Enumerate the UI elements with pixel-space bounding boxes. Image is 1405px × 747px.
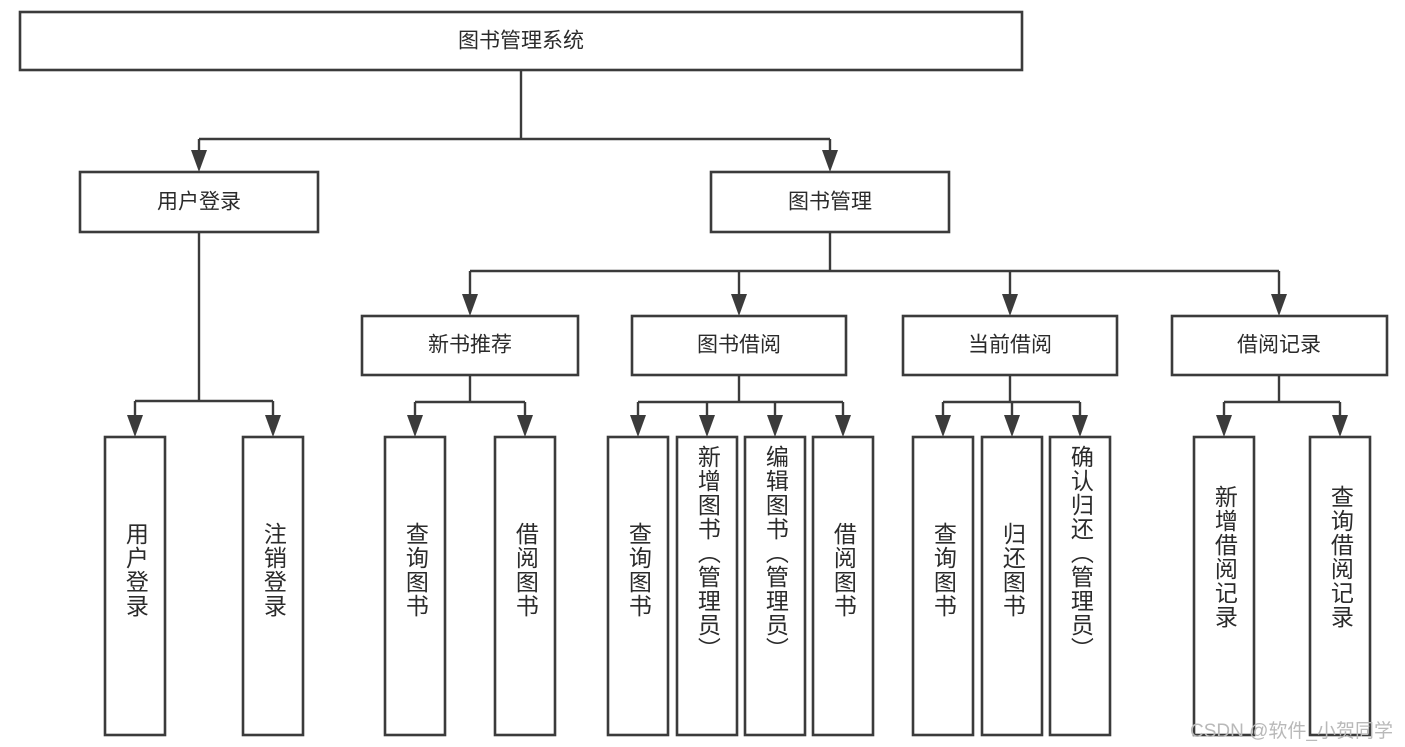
node-leaf-logout-label: 注销登录	[260, 522, 287, 618]
node-leaf-bb-query-label: 查询图书	[625, 522, 652, 618]
arrowhead-leaf-user-login	[127, 415, 143, 437]
node-leaf-bb-edit-box[interactable]	[743, 435, 807, 737]
arrowhead-current-borrow	[1002, 294, 1018, 316]
node-leaf-logout-box[interactable]	[241, 435, 305, 737]
arrowhead-leaf-bb-borrow	[835, 415, 851, 437]
node-leaf-br-query-label: 查询借阅记录	[1327, 485, 1354, 629]
node-root-box[interactable]	[18, 10, 1024, 72]
node-borrow-record-box[interactable]	[1170, 314, 1389, 377]
leaf-label-wrap-nb-borrow: 借阅图书	[495, 437, 555, 735]
connector-group-new-book-leaves	[407, 375, 533, 437]
connector-group-book-borrow-leaves	[630, 375, 851, 437]
node-new-book-label: 新书推荐	[428, 334, 512, 357]
connector-group-user-login-leaves	[127, 232, 281, 437]
arrowhead-user-login	[191, 150, 207, 172]
node-book-borrow-box[interactable]	[630, 314, 848, 377]
node-leaf-cb-confirm-label: 确认归还（管理员）	[1067, 445, 1094, 661]
node-leaf-cb-return-box[interactable]	[980, 435, 1044, 737]
arrowhead-leaf-nb-query	[407, 415, 423, 437]
leaf-label-wrap-bb-edit: 编辑图书（管理员）	[745, 437, 805, 735]
node-current-borrow-box[interactable]	[901, 314, 1119, 377]
node-leaf-cb-query-label: 查询图书	[930, 522, 957, 618]
node-user-login-box[interactable]	[78, 170, 320, 234]
arrowhead-book-manage	[822, 150, 838, 172]
leaf-label-wrap-br-query: 查询借阅记录	[1310, 437, 1370, 735]
arrowhead-book-borrow	[731, 294, 747, 316]
node-book-borrow-label: 图书借阅	[697, 334, 781, 357]
node-leaf-bb-query-box[interactable]	[606, 435, 670, 737]
csdn-watermark: CSDN @软件_小贺同学	[1190, 721, 1393, 742]
arrowhead-leaf-cb-query	[935, 415, 951, 437]
node-leaf-bb-borrow-label: 借阅图书	[830, 522, 857, 618]
node-leaf-nb-borrow-label: 借阅图书	[512, 522, 539, 618]
node-leaf-cb-confirm-box[interactable]	[1048, 435, 1112, 737]
leaf-label-wrap-bb-add: 新增图书（管理员）	[677, 437, 737, 735]
node-leaf-nb-query-label: 查询图书	[402, 522, 429, 618]
node-book-manage-box[interactable]	[709, 170, 951, 234]
node-leaf-bb-add-box[interactable]	[675, 435, 739, 737]
leaf-label-wrap-user-login: 用户登录	[105, 437, 165, 735]
arrowhead-leaf-bb-query	[630, 415, 646, 437]
node-user-login-label: 用户登录	[157, 191, 241, 214]
arrowhead-leaf-cb-confirm	[1072, 415, 1088, 437]
arrowhead-leaf-br-query	[1332, 415, 1348, 437]
node-borrow-record-label: 借阅记录	[1237, 334, 1321, 357]
connector-group-book-manage-to-level3	[462, 232, 1287, 316]
leaf-label-wrap-logout: 注销登录	[243, 437, 303, 735]
arrowhead-leaf-cb-return	[1004, 415, 1020, 437]
arrowhead-leaf-nb-borrow	[517, 415, 533, 437]
node-leaf-nb-borrow-box[interactable]	[493, 435, 557, 737]
arrowhead-borrow-record	[1271, 294, 1287, 316]
node-leaf-user-login-box[interactable]	[103, 435, 167, 737]
node-leaf-br-query-box[interactable]	[1308, 435, 1372, 737]
leaf-label-wrap-cb-confirm: 确认归还（管理员）	[1050, 437, 1110, 735]
connector-group-borrow-record-leaves	[1216, 375, 1348, 437]
connector-group-root-to-level2	[191, 70, 838, 172]
leaf-label-wrap-br-add: 新增借阅记录	[1194, 437, 1254, 735]
node-leaf-br-add-label: 新增借阅记录	[1211, 485, 1238, 629]
leaf-label-wrap-nb-query: 查询图书	[385, 437, 445, 735]
node-book-manage-label: 图书管理	[788, 191, 872, 214]
node-new-book-box[interactable]	[360, 314, 580, 377]
arrowhead-leaf-logout	[265, 415, 281, 437]
node-leaf-br-add-box[interactable]	[1192, 435, 1256, 737]
arrowhead-leaf-br-add	[1216, 415, 1232, 437]
connector-group-current-borrow-leaves	[935, 375, 1088, 437]
leaf-label-wrap-bb-query: 查询图书	[608, 437, 668, 735]
node-leaf-bb-add-label: 新增图书（管理员）	[694, 445, 721, 661]
node-leaf-cb-query-box[interactable]	[911, 435, 975, 737]
leaf-label-wrap-bb-borrow: 借阅图书	[813, 437, 873, 735]
leaf-label-wrap-cb-query: 查询图书	[913, 437, 973, 735]
leaf-label-wrap-cb-return: 归还图书	[982, 437, 1042, 735]
node-current-borrow-label: 当前借阅	[968, 334, 1052, 357]
node-leaf-bb-borrow-box[interactable]	[811, 435, 875, 737]
node-leaf-cb-return-label: 归还图书	[999, 522, 1026, 618]
arrowhead-leaf-bb-add	[699, 415, 715, 437]
node-leaf-bb-edit-label: 编辑图书（管理员）	[762, 445, 789, 661]
arrowhead-new-book	[462, 294, 478, 316]
node-leaf-user-login-label: 用户登录	[122, 522, 149, 618]
node-root-label: 图书管理系统	[458, 30, 584, 53]
node-leaf-nb-query-box[interactable]	[383, 435, 447, 737]
arrowhead-leaf-bb-edit	[767, 415, 783, 437]
